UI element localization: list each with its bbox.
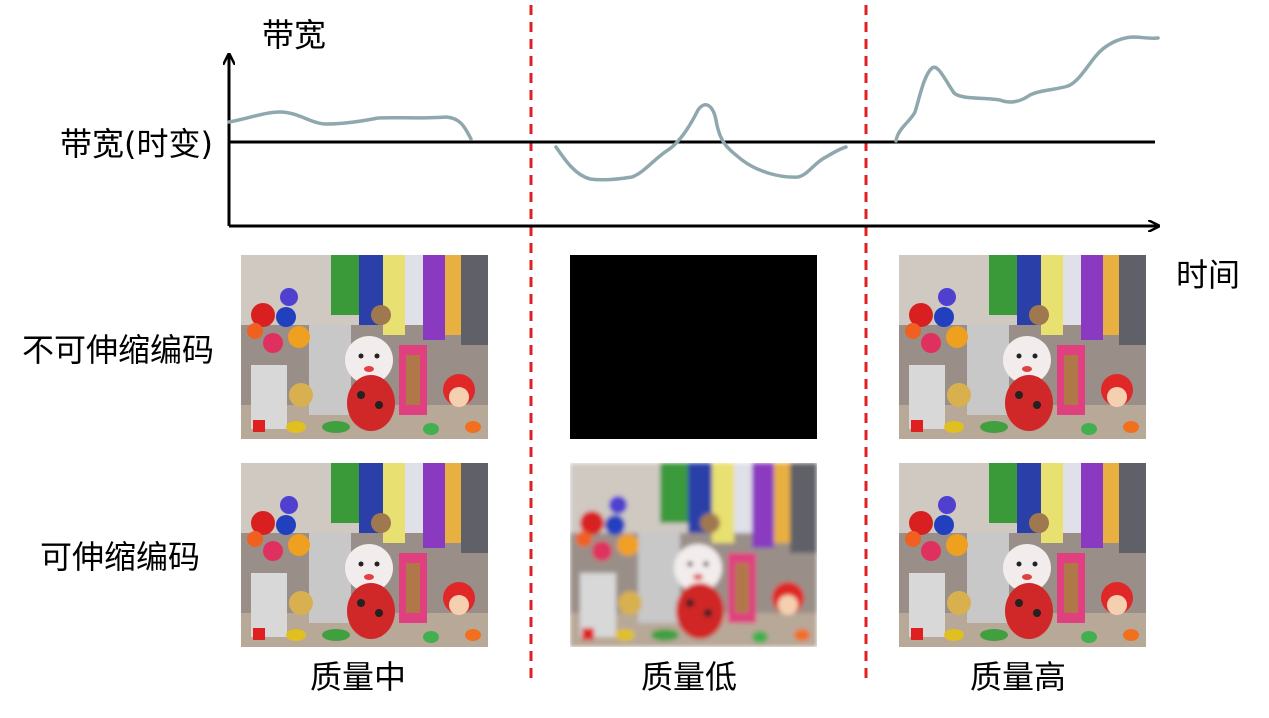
row-label-non-scalable: 不可伸缩编码 (22, 331, 215, 369)
bandwidth-curve-segment-1 (227, 110, 473, 141)
frame-scalable-high (899, 463, 1146, 647)
bandwidth-curve-segment-2 (554, 103, 848, 182)
time-varying-bandwidth-label: 带宽(时变) (60, 125, 213, 163)
quality-label-low: 质量低 (641, 658, 738, 696)
frame-scalable-medium (241, 463, 488, 647)
row-label-scalable: 可伸缩编码 (40, 538, 201, 576)
bandwidth-curve-segment-3 (894, 35, 1160, 143)
y-axis-label: 带宽 (262, 16, 327, 54)
frame-non-scalable-low-black (570, 255, 817, 439)
quality-label-medium: 质量中 (310, 658, 407, 696)
x-axis-label: 时间 (1176, 256, 1241, 294)
frame-scalable-low (570, 463, 817, 647)
quality-label-high: 质量高 (970, 658, 1067, 696)
frame-non-scalable-medium (241, 255, 488, 439)
frame-non-scalable-high (899, 255, 1146, 439)
